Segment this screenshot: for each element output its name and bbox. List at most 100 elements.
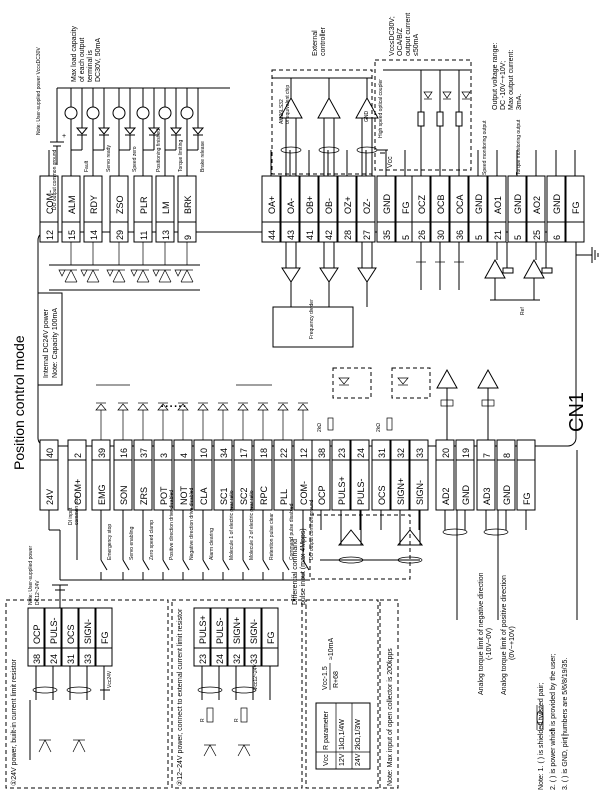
svg-text:ALM: ALM xyxy=(67,195,77,214)
svg-text:Note: User-supplied power Vcc≤: Note: User-supplied power Vcc≤DC30V xyxy=(36,47,42,135)
svg-text:17: 17 xyxy=(239,448,249,458)
svg-text:pulse input (max 4Mpps): pulse input (max 4Mpps) xyxy=(300,528,307,605)
svg-text:SIGN-: SIGN- xyxy=(415,480,425,505)
svg-text:23: 23 xyxy=(337,448,347,458)
pulse-input-section: Differential command pulse input (max 4M… xyxy=(292,367,431,605)
svg-text:R+68: R+68 xyxy=(333,671,340,688)
svg-text:Note: Max input of open collec: Note: Max input of open collector is 200… xyxy=(387,648,394,786)
svg-text:NOT: NOT xyxy=(179,486,189,506)
box1-pin-num: 24 xyxy=(49,654,59,664)
svg-text:16: 16 xyxy=(119,448,129,458)
table-cell: 12V xyxy=(339,753,346,766)
output-label: Fault xyxy=(84,160,90,172)
svg-text:2: 2 xyxy=(73,453,83,458)
svg-text:44: 44 xyxy=(267,230,277,240)
svg-text:OCB: OCB xyxy=(436,194,446,214)
svg-text:21: 21 xyxy=(493,230,503,240)
input-label: Molecule 1 of electric gear ratio xyxy=(229,490,235,560)
svg-text:2. ( ) is power which is pr: 2. ( ) is power which is provided by the… xyxy=(550,653,557,790)
svg-text:9: 9 xyxy=(183,235,193,240)
svg-text:42: 42 xyxy=(324,230,334,240)
svg-text:Max load capacity: Max load capacity xyxy=(71,25,78,82)
svg-text:4: 4 xyxy=(179,453,189,458)
svg-text:SIGN+: SIGN+ xyxy=(396,478,406,505)
encoder-output-section: AM26LS32 or equivalent chip External con… xyxy=(271,27,379,348)
svg-text:40: 40 xyxy=(45,448,55,458)
ground-symbol xyxy=(576,247,599,263)
svg-text:Speed monitoring output: Speed monitoring output xyxy=(482,120,488,175)
svg-text:35: 35 xyxy=(382,230,392,240)
output-label: Speed zero xyxy=(132,146,138,172)
svg-text:①24V power, built-in current l: ①24V power, built-in current limit resis… xyxy=(10,658,18,786)
svg-text:COM-: COM- xyxy=(45,190,55,214)
svg-text:(0V~+10V): (0V~+10V) xyxy=(509,626,516,660)
open-collector-section: High speed optical coupler Vcc≤DC30V; OC… xyxy=(374,13,479,290)
svg-text:Vcc≤DC30V;: Vcc≤DC30V; xyxy=(389,16,396,56)
svg-text:22: 22 xyxy=(279,448,289,458)
svg-text:27: 27 xyxy=(362,230,372,240)
svg-text:3. ( ) is GND, pin numbers: 3. ( ) is GND, pin numbers are 5/6/8/19/… xyxy=(562,658,569,790)
cn1-label: CN1 xyxy=(566,392,588,620)
svg-text:ZRS: ZRS xyxy=(139,487,149,505)
svg-text:34: 34 xyxy=(219,448,229,458)
pin-oa-: OA-43 xyxy=(280,150,300,243)
svg-text:43: 43 xyxy=(286,230,296,240)
svg-text:FG: FG xyxy=(522,493,532,506)
output-lamp-3 xyxy=(136,106,150,120)
svg-text:15: 15 xyxy=(67,230,77,240)
box1-pin-name: OCS xyxy=(66,624,76,644)
svg-text:GND: GND xyxy=(502,485,512,506)
svg-text:GND: GND xyxy=(461,485,471,506)
wiring-example-1: ①24V power, built-in current limit resis… xyxy=(5,599,169,789)
svg-text:AO2: AO2 xyxy=(532,196,542,214)
svg-text:OZ+: OZ+ xyxy=(343,196,353,214)
svg-text:Vcc: Vcc xyxy=(387,156,394,168)
svg-text:AD2: AD2 xyxy=(441,487,451,505)
svg-text:LM: LM xyxy=(161,201,171,214)
svg-text:AM26LS32: AM26LS32 xyxy=(279,99,285,124)
pin-oz-: OZ-27 xyxy=(356,150,376,243)
svg-text:Vcc12~24V: Vcc12~24V xyxy=(253,664,259,690)
box1-pin-name: SIGN- xyxy=(83,619,93,644)
svg-text:OCA: OCA xyxy=(455,194,465,214)
analog-input-section: Analog torque limit of negative directio… xyxy=(436,368,516,695)
svg-text:SON: SON xyxy=(119,485,129,505)
svg-text:19: 19 xyxy=(461,448,471,458)
box2-pin-name: SIGN+ xyxy=(232,617,242,644)
svg-text:EMG: EMG xyxy=(97,484,107,505)
svg-text:terminal is: terminal is xyxy=(87,50,94,82)
svg-text:6: 6 xyxy=(552,235,562,240)
svg-text:3: 3 xyxy=(159,453,169,458)
svg-text:RPC: RPC xyxy=(259,485,269,505)
svg-text:11: 11 xyxy=(139,231,149,240)
svg-text:External: External xyxy=(312,30,319,56)
pin-fg: FG5 xyxy=(395,150,415,243)
svg-text:39: 39 xyxy=(97,448,107,458)
input-label: Molecule 2 of electric gear ratio xyxy=(249,490,255,560)
output-label: Servo ready xyxy=(106,145,112,172)
input-label: Zero speed clamp xyxy=(149,520,155,560)
output-lamp-5 xyxy=(180,106,194,120)
svg-text:14: 14 xyxy=(89,230,99,240)
frequency-divider-label: Frequency divider xyxy=(309,299,315,339)
box2-pin-name: SIGN- xyxy=(249,619,259,644)
svg-text:18: 18 xyxy=(259,448,269,458)
svg-text:31: 31 xyxy=(377,448,387,458)
pin-fg: FG xyxy=(565,150,585,243)
box1-pin-name: PULS- xyxy=(49,617,59,644)
